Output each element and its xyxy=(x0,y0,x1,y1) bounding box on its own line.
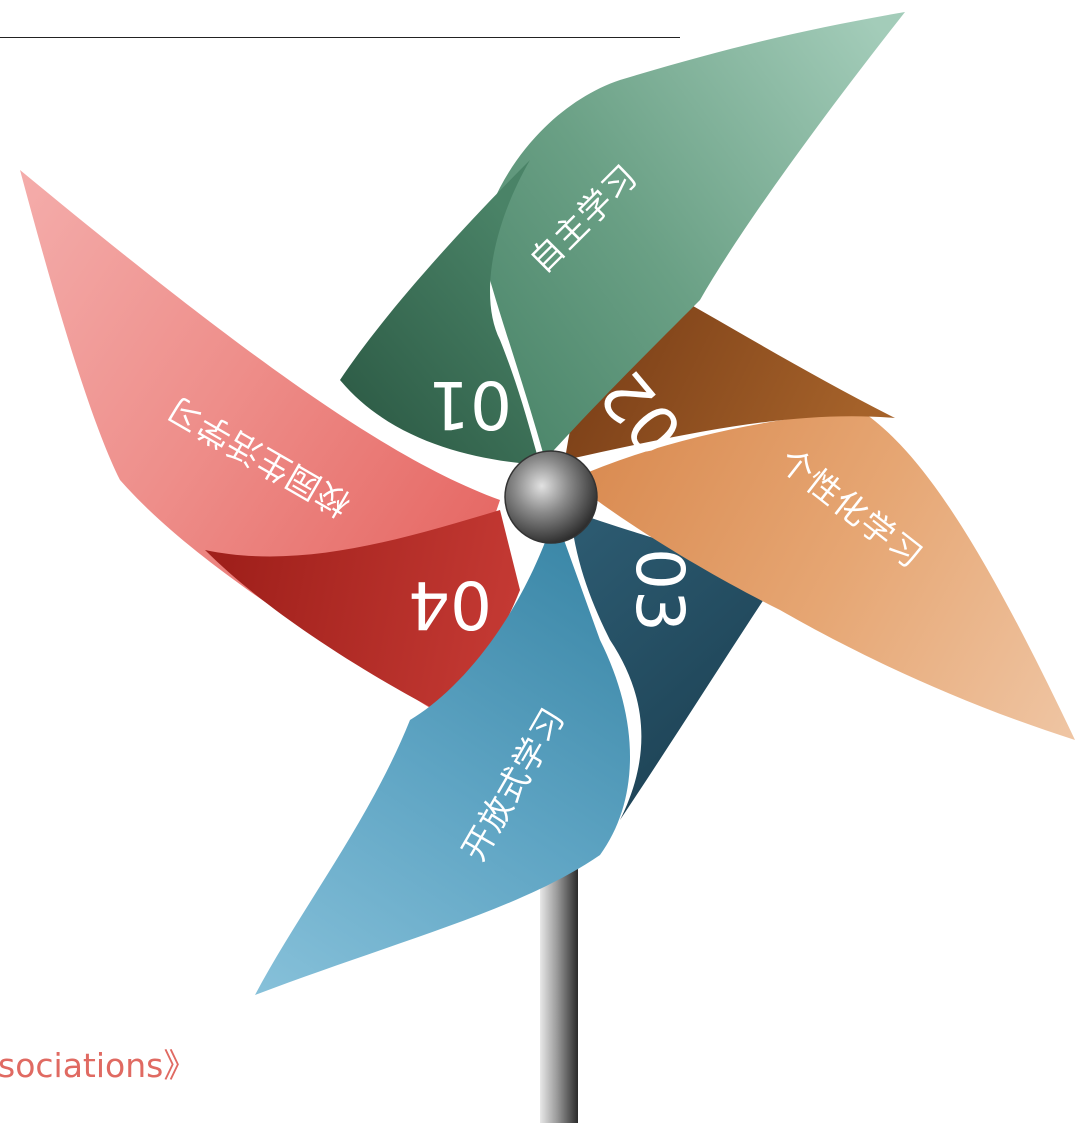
blade-01-number: 01 xyxy=(428,366,512,443)
blade-03-number: 03 xyxy=(621,548,698,632)
top-divider-line xyxy=(0,37,680,38)
blade-01 xyxy=(340,12,905,465)
blade-04 xyxy=(20,170,520,708)
caption-text: sociations》 xyxy=(0,1046,197,1085)
blade-04-number: 04 xyxy=(408,566,492,643)
blade-03 xyxy=(255,510,778,995)
pinwheel-pole xyxy=(540,850,578,1123)
pinwheel-hub xyxy=(504,450,598,544)
